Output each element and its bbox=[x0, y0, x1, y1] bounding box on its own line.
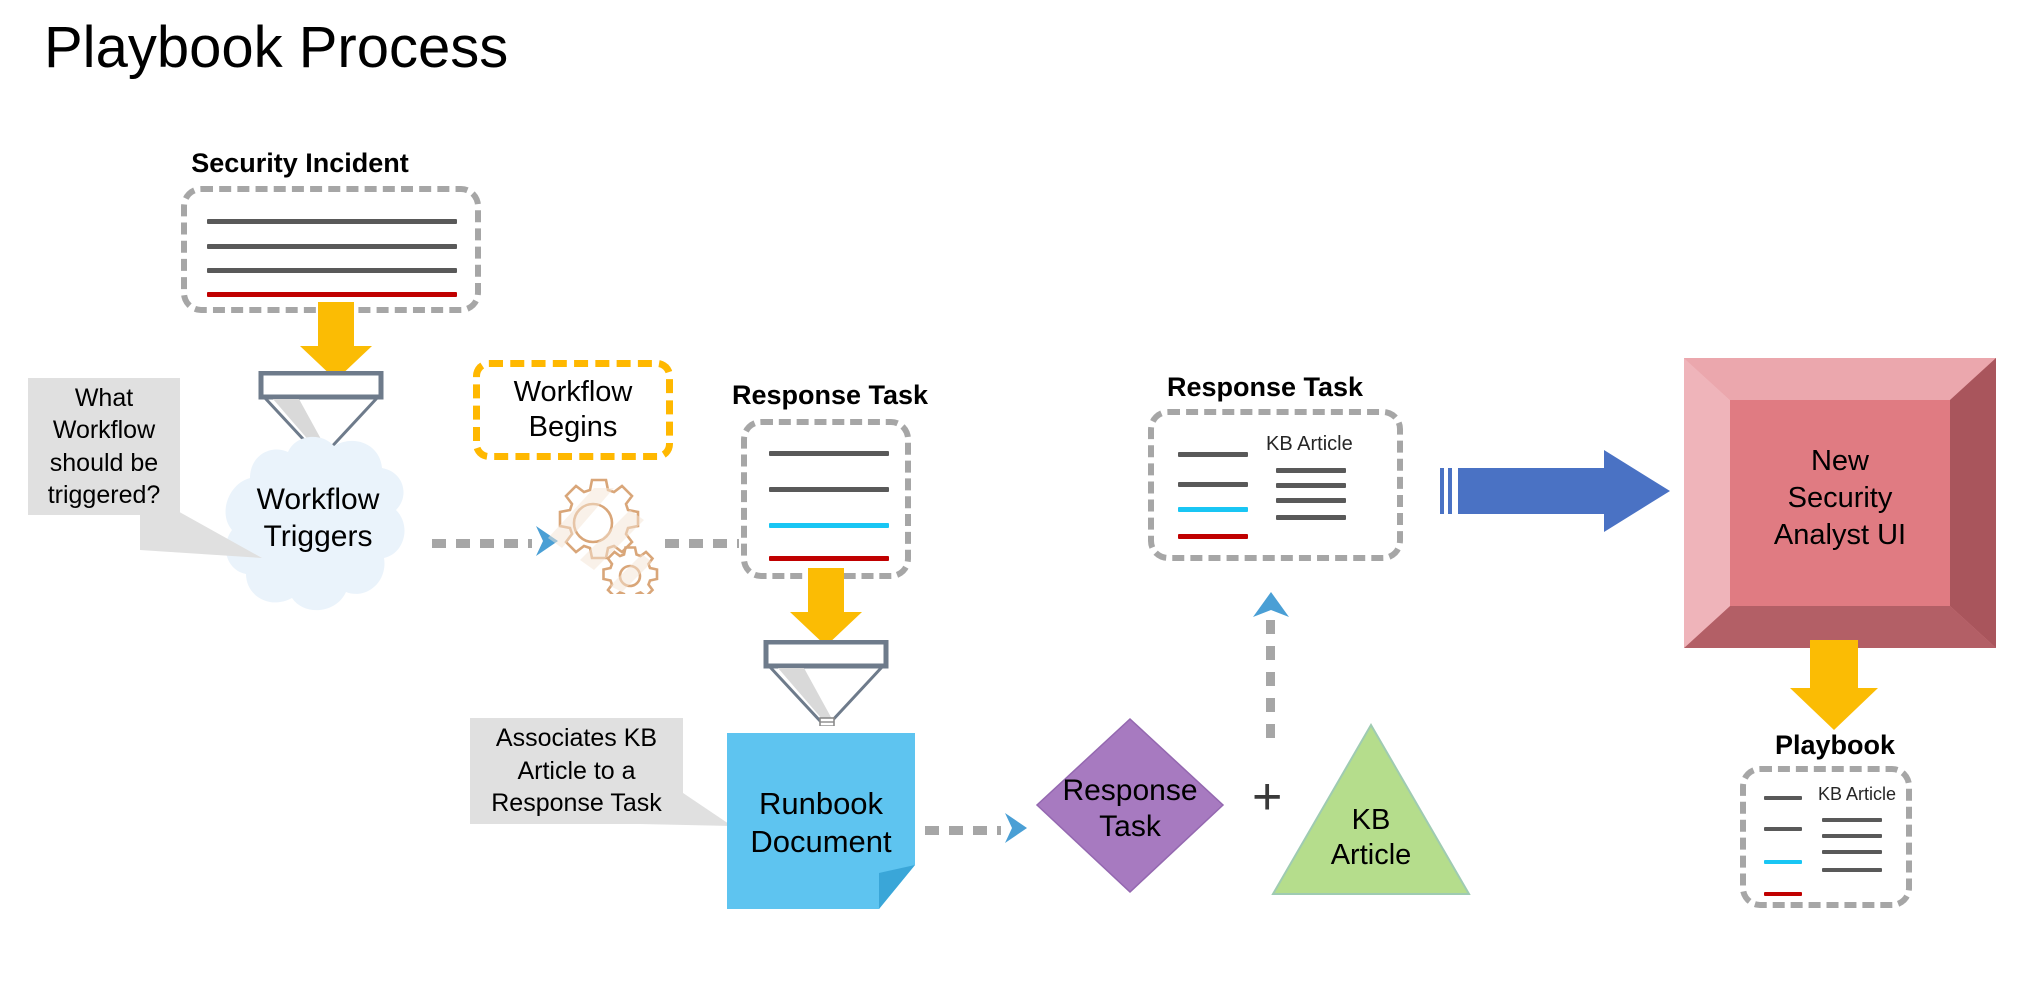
record-line bbox=[1822, 818, 1882, 822]
yellow-down-arrow-1 bbox=[300, 302, 372, 380]
callout-what-workflow: What Workflow should be triggered? bbox=[28, 378, 180, 515]
record-line bbox=[1178, 452, 1248, 457]
connector-runbook-to-response-task bbox=[925, 812, 1029, 843]
callout-line: triggered? bbox=[47, 481, 161, 509]
callout-line: Associates KB bbox=[495, 724, 658, 753]
plus-icon: + bbox=[1252, 768, 1283, 826]
record-line-cyan bbox=[769, 523, 889, 528]
gears-icon bbox=[532, 474, 660, 603]
security-incident-caption: Security Incident bbox=[191, 148, 409, 178]
analyst-ui-cube: New Security Analyst UI bbox=[1684, 358, 1996, 648]
funnel-icon-1 bbox=[255, 370, 387, 463]
arrow-up-icon bbox=[1251, 590, 1291, 625]
blue-right-arrow bbox=[1440, 450, 1672, 532]
funnel-icon-2 bbox=[760, 639, 892, 732]
record-line bbox=[1276, 498, 1346, 503]
record-line bbox=[1764, 827, 1802, 831]
chevron-right-icon bbox=[1003, 811, 1029, 850]
security-incident-card bbox=[181, 186, 481, 313]
chevron-right-icon bbox=[534, 524, 560, 563]
callout-line: Response Task bbox=[491, 789, 662, 818]
workflow-begins-line1: Workflow bbox=[513, 375, 633, 408]
record-line bbox=[207, 219, 457, 224]
yellow-down-arrow-2 bbox=[790, 568, 862, 646]
connector-up-to-response-task-2 bbox=[1251, 590, 1291, 740]
callout-line: Article to a bbox=[517, 756, 636, 785]
playbook-caption: Playbook bbox=[1774, 730, 1896, 760]
response-task-diamond: Response Task bbox=[1035, 717, 1225, 894]
callout-associates-kb: Associates KB Article to a Response Task bbox=[470, 718, 683, 824]
record-line bbox=[1178, 482, 1248, 487]
response-task-1-caption: Response Task bbox=[731, 380, 929, 410]
yellow-down-arrow-3 bbox=[1790, 640, 1878, 734]
connector-cloud-to-gears bbox=[432, 525, 560, 556]
callout-line: What bbox=[74, 383, 134, 412]
page-title: Playbook Process bbox=[44, 15, 509, 80]
record-line bbox=[769, 451, 889, 456]
record-line bbox=[207, 268, 457, 273]
record-line bbox=[769, 487, 889, 492]
record-line-red bbox=[1764, 892, 1802, 896]
kb-article-label: KB Article bbox=[1818, 784, 1897, 804]
response-task-1-card bbox=[741, 419, 911, 579]
record-line bbox=[1822, 868, 1882, 872]
record-line-red bbox=[207, 292, 457, 297]
record-line bbox=[207, 244, 457, 249]
record-line bbox=[1822, 834, 1882, 838]
record-line bbox=[1276, 468, 1346, 473]
record-line-red bbox=[769, 556, 889, 561]
record-line bbox=[1276, 515, 1346, 520]
workflow-begins-box: Workflow Begins bbox=[473, 360, 673, 460]
callout-line: Workflow bbox=[52, 416, 156, 444]
record-line bbox=[1276, 483, 1346, 488]
response-task-2-caption: Response Task bbox=[1166, 372, 1364, 402]
record-line bbox=[1764, 796, 1802, 800]
runbook-document-shape: Runbook Document bbox=[727, 733, 917, 910]
response-task-2-card: KB Article bbox=[1148, 409, 1403, 561]
record-line-cyan bbox=[1764, 860, 1802, 864]
playbook-card: KB Article bbox=[1740, 766, 1912, 908]
record-line-cyan bbox=[1178, 507, 1248, 512]
record-line-red bbox=[1178, 534, 1248, 539]
workflow-begins-line2: Begins bbox=[528, 411, 618, 443]
kb-article-triangle: KB Article bbox=[1271, 723, 1471, 896]
record-line bbox=[1822, 850, 1882, 854]
callout-line: should be bbox=[49, 448, 159, 477]
kb-article-label: KB Article bbox=[1266, 433, 1353, 455]
